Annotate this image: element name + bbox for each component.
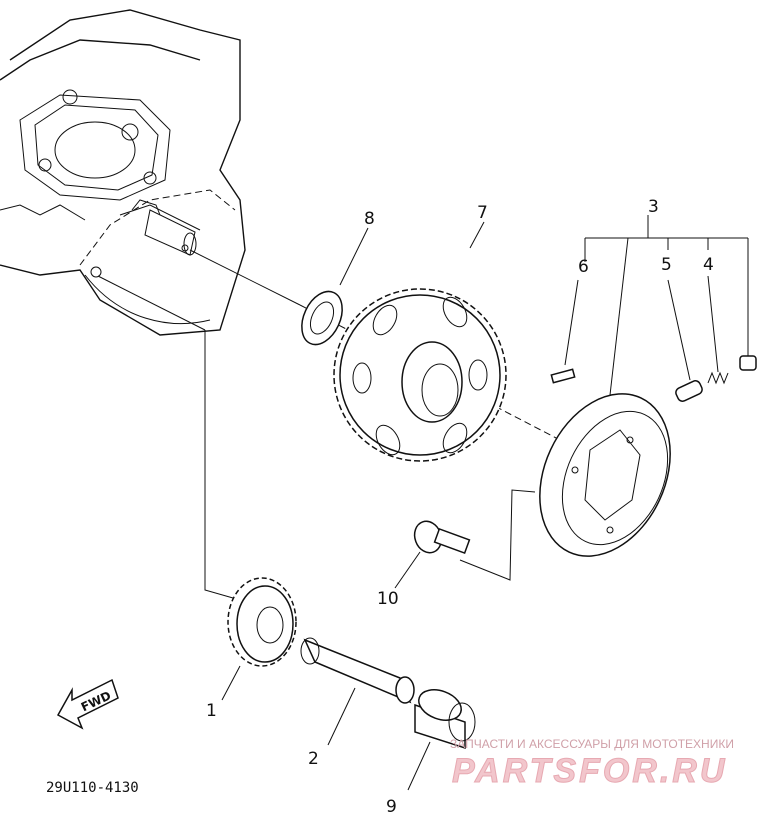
watermark-logo: PARTSFOR.RU: [452, 752, 727, 790]
label-part-5: 5: [661, 255, 672, 275]
part-2-shaft: [300, 637, 415, 746]
label-part-7: 7: [477, 203, 488, 223]
watermark-tagline: ЗАПЧАСТИ И АКСЕССУАРЫ ДЛЯ МОТОТЕХНИКИ: [450, 737, 734, 751]
label-part-4: 4: [703, 255, 714, 275]
part-number-labels: 3 6 5 4 7 8 10 1 2 9: [206, 197, 714, 817]
diagram-code: 29U110-4130: [46, 780, 139, 796]
label-part-1: 1: [206, 701, 217, 721]
label-part-10: 10: [377, 589, 399, 609]
part-9-bushing: [407, 689, 476, 791]
label-part-2: 2: [308, 749, 319, 769]
part-3-starter-clutch: [539, 215, 757, 557]
watermark: ЗАПЧАСТИ И АКСЕССУАРЫ ДЛЯ МОТОТЕХНИКИ PA…: [450, 737, 734, 791]
part-1-small-gear: [221, 577, 297, 701]
part-10-bolt: [394, 520, 471, 589]
label-part-3: 3: [648, 197, 659, 217]
label-part-6: 6: [578, 257, 589, 277]
part-8-washer: [301, 227, 369, 346]
part-7-large-gear: [333, 221, 507, 462]
engine-crankcase: [0, 9, 246, 336]
label-part-8: 8: [364, 209, 375, 229]
fwd-arrow-icon: FWD: [56, 678, 119, 730]
label-part-9: 9: [386, 797, 397, 817]
